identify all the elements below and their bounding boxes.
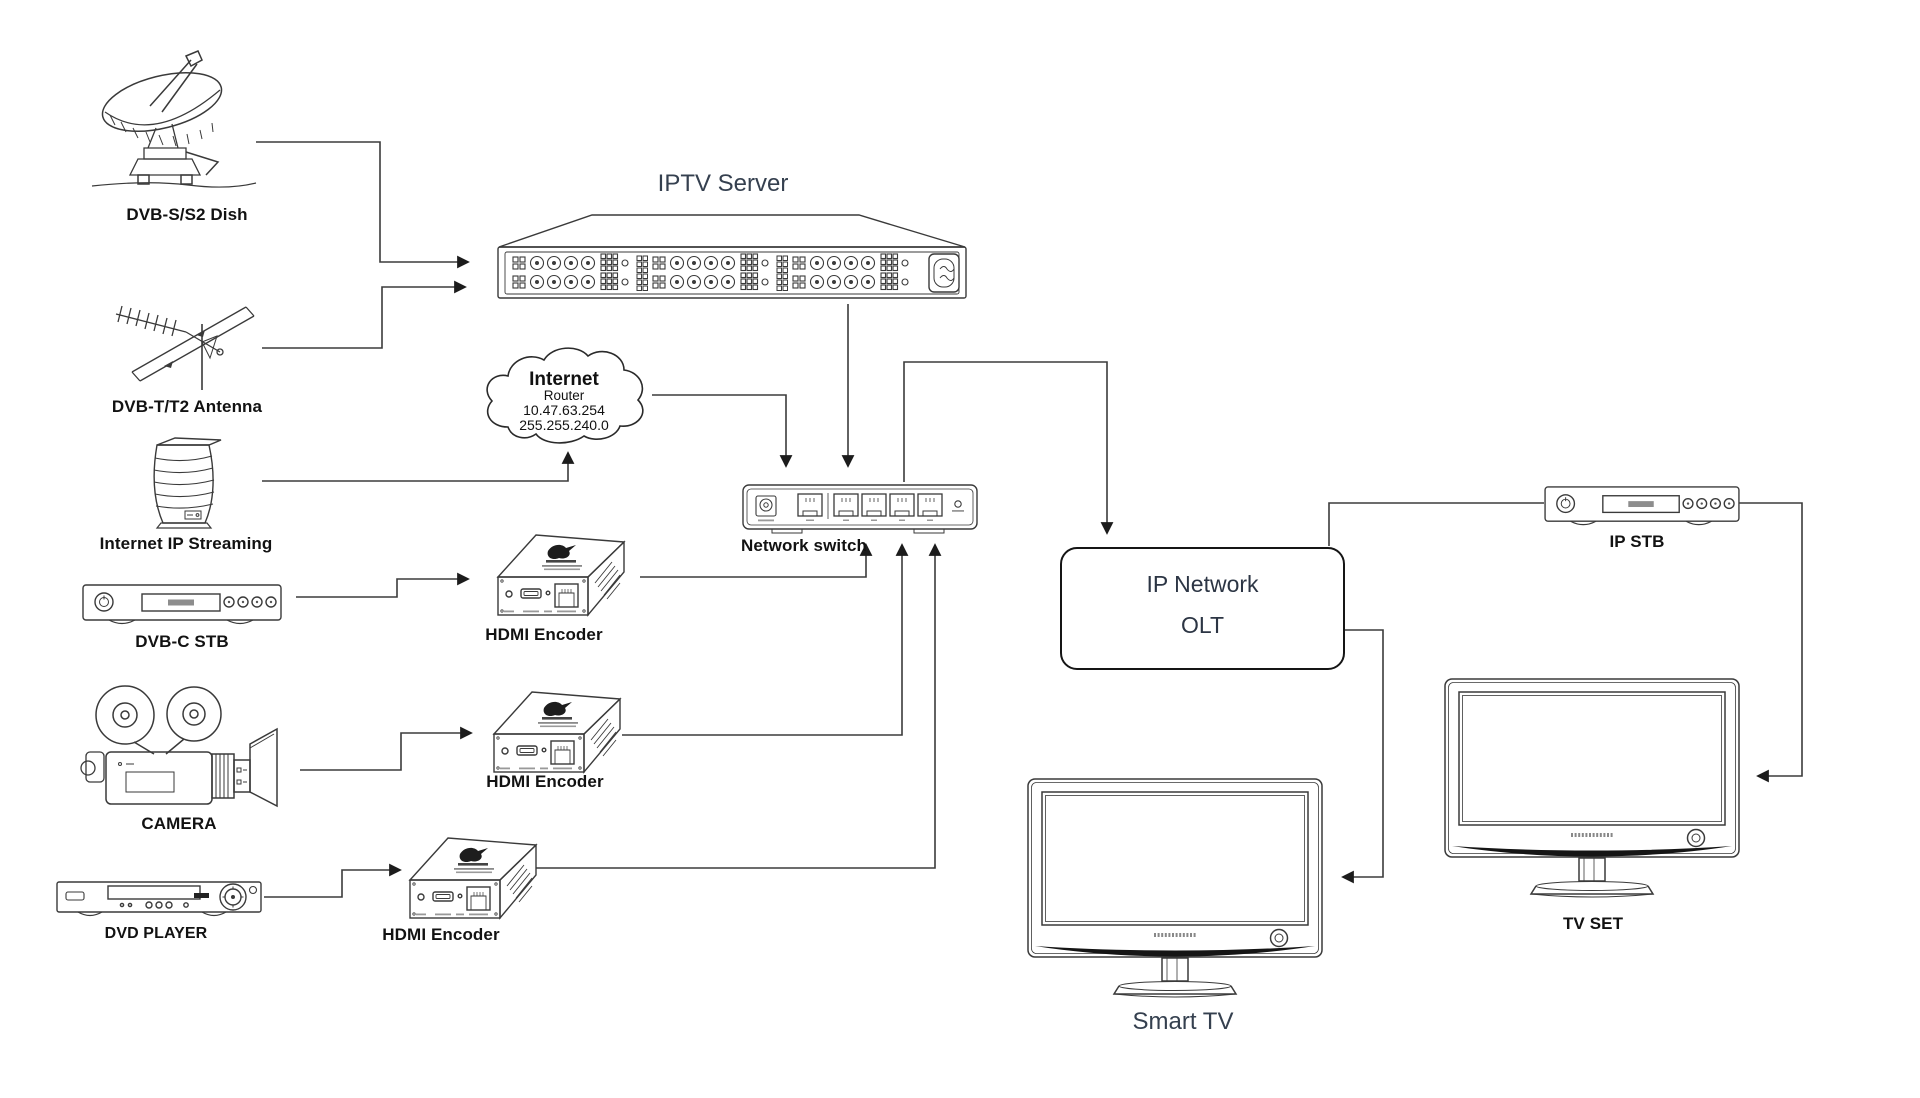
hdmi-encoder-2-label: HDMI Encoder xyxy=(486,772,604,791)
connector-streaming-to-internet-cloud xyxy=(262,451,575,482)
smart-tv-icon xyxy=(1026,777,1324,1001)
connector-encoder1-to-switch xyxy=(640,543,873,578)
dvbc-stb-icon xyxy=(82,582,282,630)
tv-set-label: TV SET xyxy=(1562,914,1624,933)
antenna-label: DVB-T/T2 Antenna xyxy=(111,397,263,416)
terrestrial-antenna-icon xyxy=(112,280,262,395)
cloud-shape xyxy=(486,347,644,444)
hdmi-encoder-1-icon xyxy=(496,527,630,619)
streaming-label: Internet IP Streaming xyxy=(99,534,273,553)
cloud-netmask: 255.255.240.0 xyxy=(519,417,609,433)
connector-switch-to-olt xyxy=(903,361,1114,535)
olt-label-line2: OLT xyxy=(1180,612,1225,638)
camera-icon xyxy=(78,682,280,812)
smart-tv-label: Smart TV xyxy=(1132,1008,1234,1035)
connector-olt-to-smart-tv xyxy=(1341,629,1384,884)
connector-olt-to-ip-stb xyxy=(1328,502,1544,546)
connector-dish-to-iptv-server xyxy=(256,141,470,269)
connector-encoder3-to-switch xyxy=(536,543,942,869)
dvbc-stb-label: DVB-C STB xyxy=(135,632,229,651)
connector-dvbc-stb-to-encoder1 xyxy=(296,572,470,598)
iptv-server-rack-icon xyxy=(497,212,967,302)
connector-internet-cloud-to-switch xyxy=(652,394,793,468)
internet-cloud: Internet Router 10.47.63.254 255.255.240… xyxy=(486,347,644,444)
connector-antenna-to-iptv-server xyxy=(262,280,467,349)
hdmi-encoder-3-label: HDMI Encoder xyxy=(382,925,500,944)
connector-ip-stb-to-tv-set xyxy=(1739,502,1803,783)
cloud-subtitle: Router xyxy=(544,388,585,403)
network-switch-label: Network switch xyxy=(740,536,868,555)
camera-label: CAMERA xyxy=(141,814,217,833)
network-switch-icon xyxy=(742,483,978,535)
satellite-dish-icon xyxy=(88,48,260,200)
cloud-ip-address: 10.47.63.254 xyxy=(523,402,605,418)
iptv-server-title: IPTV Server xyxy=(657,170,789,197)
cloud-title: Internet xyxy=(529,369,599,390)
streaming-server-tower-icon xyxy=(141,436,227,530)
ip-network-olt-box: IP Network OLT xyxy=(1060,547,1345,670)
olt-label-line1: IP Network xyxy=(1146,571,1259,597)
connector-dvd-to-encoder3 xyxy=(264,863,402,898)
ip-stb-label: IP STB xyxy=(1609,532,1665,551)
ip-stb-icon xyxy=(1544,484,1740,531)
connector-encoder2-to-switch xyxy=(622,543,909,736)
connector-camera-to-encoder2 xyxy=(300,726,473,771)
hdmi-encoder-3-icon xyxy=(408,830,542,922)
dvd-player-icon xyxy=(56,877,262,921)
hdmi-encoder-1-label: HDMI Encoder xyxy=(485,625,603,644)
hdmi-encoder-2-icon xyxy=(492,684,626,776)
dish-label: DVB-S/S2 Dish xyxy=(126,205,248,224)
tv-set-icon xyxy=(1443,677,1741,901)
dvd-player-label: DVD PLAYER xyxy=(104,925,208,942)
